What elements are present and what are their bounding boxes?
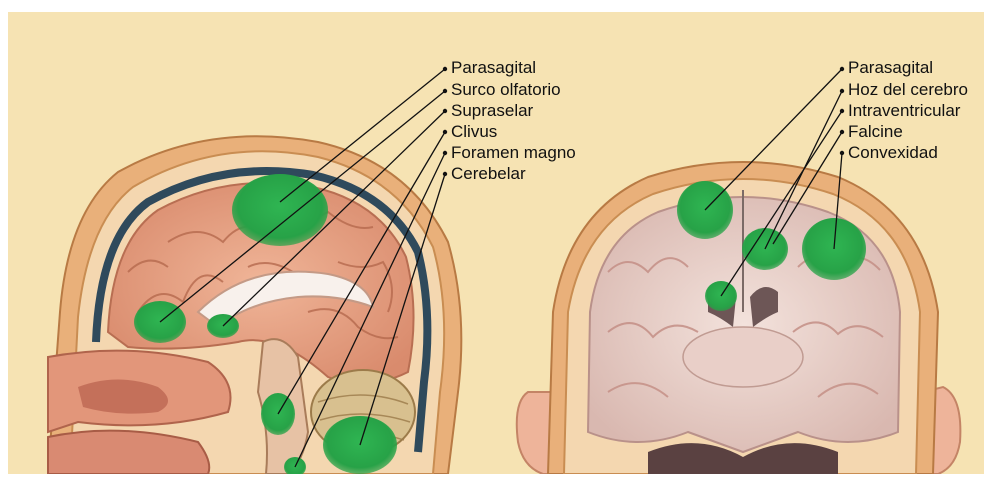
label-foramen-magnum: Foramen magno [451, 143, 576, 163]
label-clivus: Clivus [451, 122, 497, 142]
label-cerebellar: Cerebelar [451, 164, 526, 184]
brain-illustration-panel: Parasagital Surco olfatorio Supraselar C… [8, 12, 984, 474]
label-suprasellar: Supraselar [451, 101, 533, 121]
label-olfactory-groove: Surco olfatorio [451, 80, 561, 100]
label-intraventricular: Intraventricular [848, 101, 960, 121]
label-sagittal-parasagittal: Parasagital [451, 58, 536, 78]
label-falcine: Falcine [848, 122, 903, 142]
label-coronal-parasagittal: Parasagital [848, 58, 933, 78]
coronal-head-section [517, 162, 961, 474]
label-convexity: Convexidad [848, 143, 938, 163]
tumor-parasagittal-sagittal [232, 174, 328, 246]
label-falx-cerebri: Hoz del cerebro [848, 80, 968, 100]
